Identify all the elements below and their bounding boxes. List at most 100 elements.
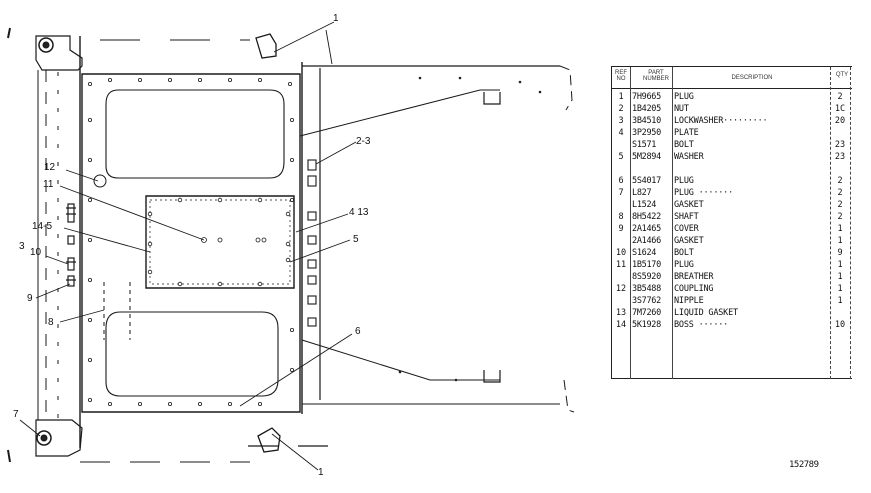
callout-8: 8 — [48, 317, 54, 328]
part-number-cell: S1624 — [632, 248, 657, 258]
callout-2-3: 2-3 — [356, 136, 371, 147]
ref-no-cell: 14 — [615, 320, 627, 330]
qty-cell: 2 — [837, 92, 843, 102]
header-rule — [612, 88, 852, 89]
callout-1-bottom: 1 — [318, 467, 324, 478]
col-rule-ref — [630, 67, 631, 379]
ref-no-cell: 4 — [618, 128, 624, 138]
qty-cell: 1 — [837, 224, 843, 234]
callout-11: 11 — [43, 179, 54, 190]
part-number-cell: 5K1928 — [632, 320, 661, 330]
qty-cell: 2 — [837, 176, 843, 186]
description-cell: SHAFT — [674, 212, 699, 222]
drawing-number: 152789 — [789, 460, 819, 470]
ref-no-cell: 12 — [615, 284, 627, 294]
part-number-cell: 2A1465 — [632, 224, 661, 234]
part-number-cell: 3P2950 — [632, 128, 661, 138]
description-cell: PLATE — [674, 128, 699, 138]
part-number-cell: 5M2894 — [632, 152, 661, 162]
part-number-cell: 2A1466 — [632, 236, 661, 246]
callout-1-top: 1 — [333, 13, 339, 24]
description-cell: NUT — [674, 104, 689, 114]
qty-cell: 20 — [834, 116, 846, 126]
callout-10: 10 — [30, 247, 42, 258]
callout-5: 5 — [353, 234, 359, 245]
qty-cell: 2 — [837, 212, 843, 222]
ref-no-cell: 2 — [618, 104, 624, 114]
header-description: DESCRIPTION — [731, 75, 773, 81]
part-number-cell: 3B5488 — [632, 284, 661, 294]
callout-12: 12 — [44, 162, 56, 173]
description-cell: GASKET — [674, 236, 704, 246]
part-number-cell: 3S7762 — [632, 296, 661, 306]
qty-cell: 1 — [837, 284, 843, 294]
description-cell: BOLT — [674, 248, 694, 258]
description-cell: PLUG — [674, 176, 694, 186]
description-cell: WASHER — [674, 152, 704, 162]
callout-9: 9 — [27, 293, 33, 304]
description-cell: PLUG — [674, 260, 694, 270]
housing-right — [299, 62, 575, 414]
description-cell: COUPLING — [674, 284, 714, 294]
table-row: 12 3B5488 COUPLING 1 — [612, 283, 852, 295]
ref-no-cell: 8 — [618, 212, 624, 222]
leader-lines — [19, 21, 357, 471]
description-cell: PLUG ······· — [674, 188, 734, 198]
callout-6: 6 — [355, 326, 361, 337]
part-number-cell: 7H9665 — [632, 92, 661, 102]
table-row: S1571 BOLT 23 — [612, 139, 852, 151]
description-cell: LOCKWASHER········· — [674, 116, 768, 126]
bottom-rule — [612, 378, 852, 379]
description-cell: BOSS ······ — [674, 320, 729, 330]
part-number-cell: 5S4017 — [632, 176, 661, 186]
ref-no-cell: 6 — [618, 176, 624, 186]
part-number-cell: 8S5920 — [632, 272, 661, 282]
header-ref-no: REF NO — [615, 70, 627, 82]
part-number-cell: 3B4510 — [632, 116, 661, 126]
table-row: 6 5S4017 PLUG 2 — [612, 175, 852, 187]
ref-no-cell: 1 — [618, 92, 624, 102]
qty-cell: 1 — [837, 296, 843, 306]
description-cell: BOLT — [674, 140, 694, 150]
part-number-cell: 1B4205 — [632, 104, 661, 114]
header-part-number: PART NUMBER — [642, 70, 669, 82]
qty-cell: 1 — [837, 272, 843, 282]
callout-4-13: 4 13 — [349, 207, 369, 218]
table-row: 2A1466 GASKET 1 — [612, 235, 852, 247]
qty-cell: 10 — [834, 320, 846, 330]
table-row: 3S7762 NIPPLE 1 — [612, 295, 852, 307]
part-number-cell: L827 — [632, 188, 652, 198]
hook-brackets — [248, 33, 330, 453]
table-row: 14 5K1928 BOSS ······ 10 — [612, 319, 852, 331]
qty-cell: 2 — [837, 188, 843, 198]
callout-3: 3 — [19, 241, 25, 252]
housing-left — [7, 27, 250, 463]
col-rule-qty — [830, 67, 831, 379]
description-cell: COVER — [674, 224, 699, 234]
ref-no-cell: 5 — [618, 152, 624, 162]
description-cell: NIPPLE — [674, 296, 704, 306]
part-number-cell: S1571 — [632, 140, 657, 150]
description-cell: LIQUID GASKET — [674, 308, 738, 318]
description-cell: PLUG — [674, 92, 694, 102]
table-row: 8 8H5422 SHAFT 2 — [612, 211, 852, 223]
ref-no-cell: 7 — [618, 188, 624, 198]
qty-cell: 2 — [837, 200, 843, 210]
qty-cell: 1 — [837, 236, 843, 246]
part-number-cell: 8H5422 — [632, 212, 661, 222]
col-rule-right — [850, 67, 851, 379]
part-number-cell: L1524 — [632, 200, 657, 210]
qty-cell: 23 — [834, 140, 846, 150]
qty-cell: 9 — [837, 248, 843, 258]
main-cover-plate — [81, 73, 301, 413]
